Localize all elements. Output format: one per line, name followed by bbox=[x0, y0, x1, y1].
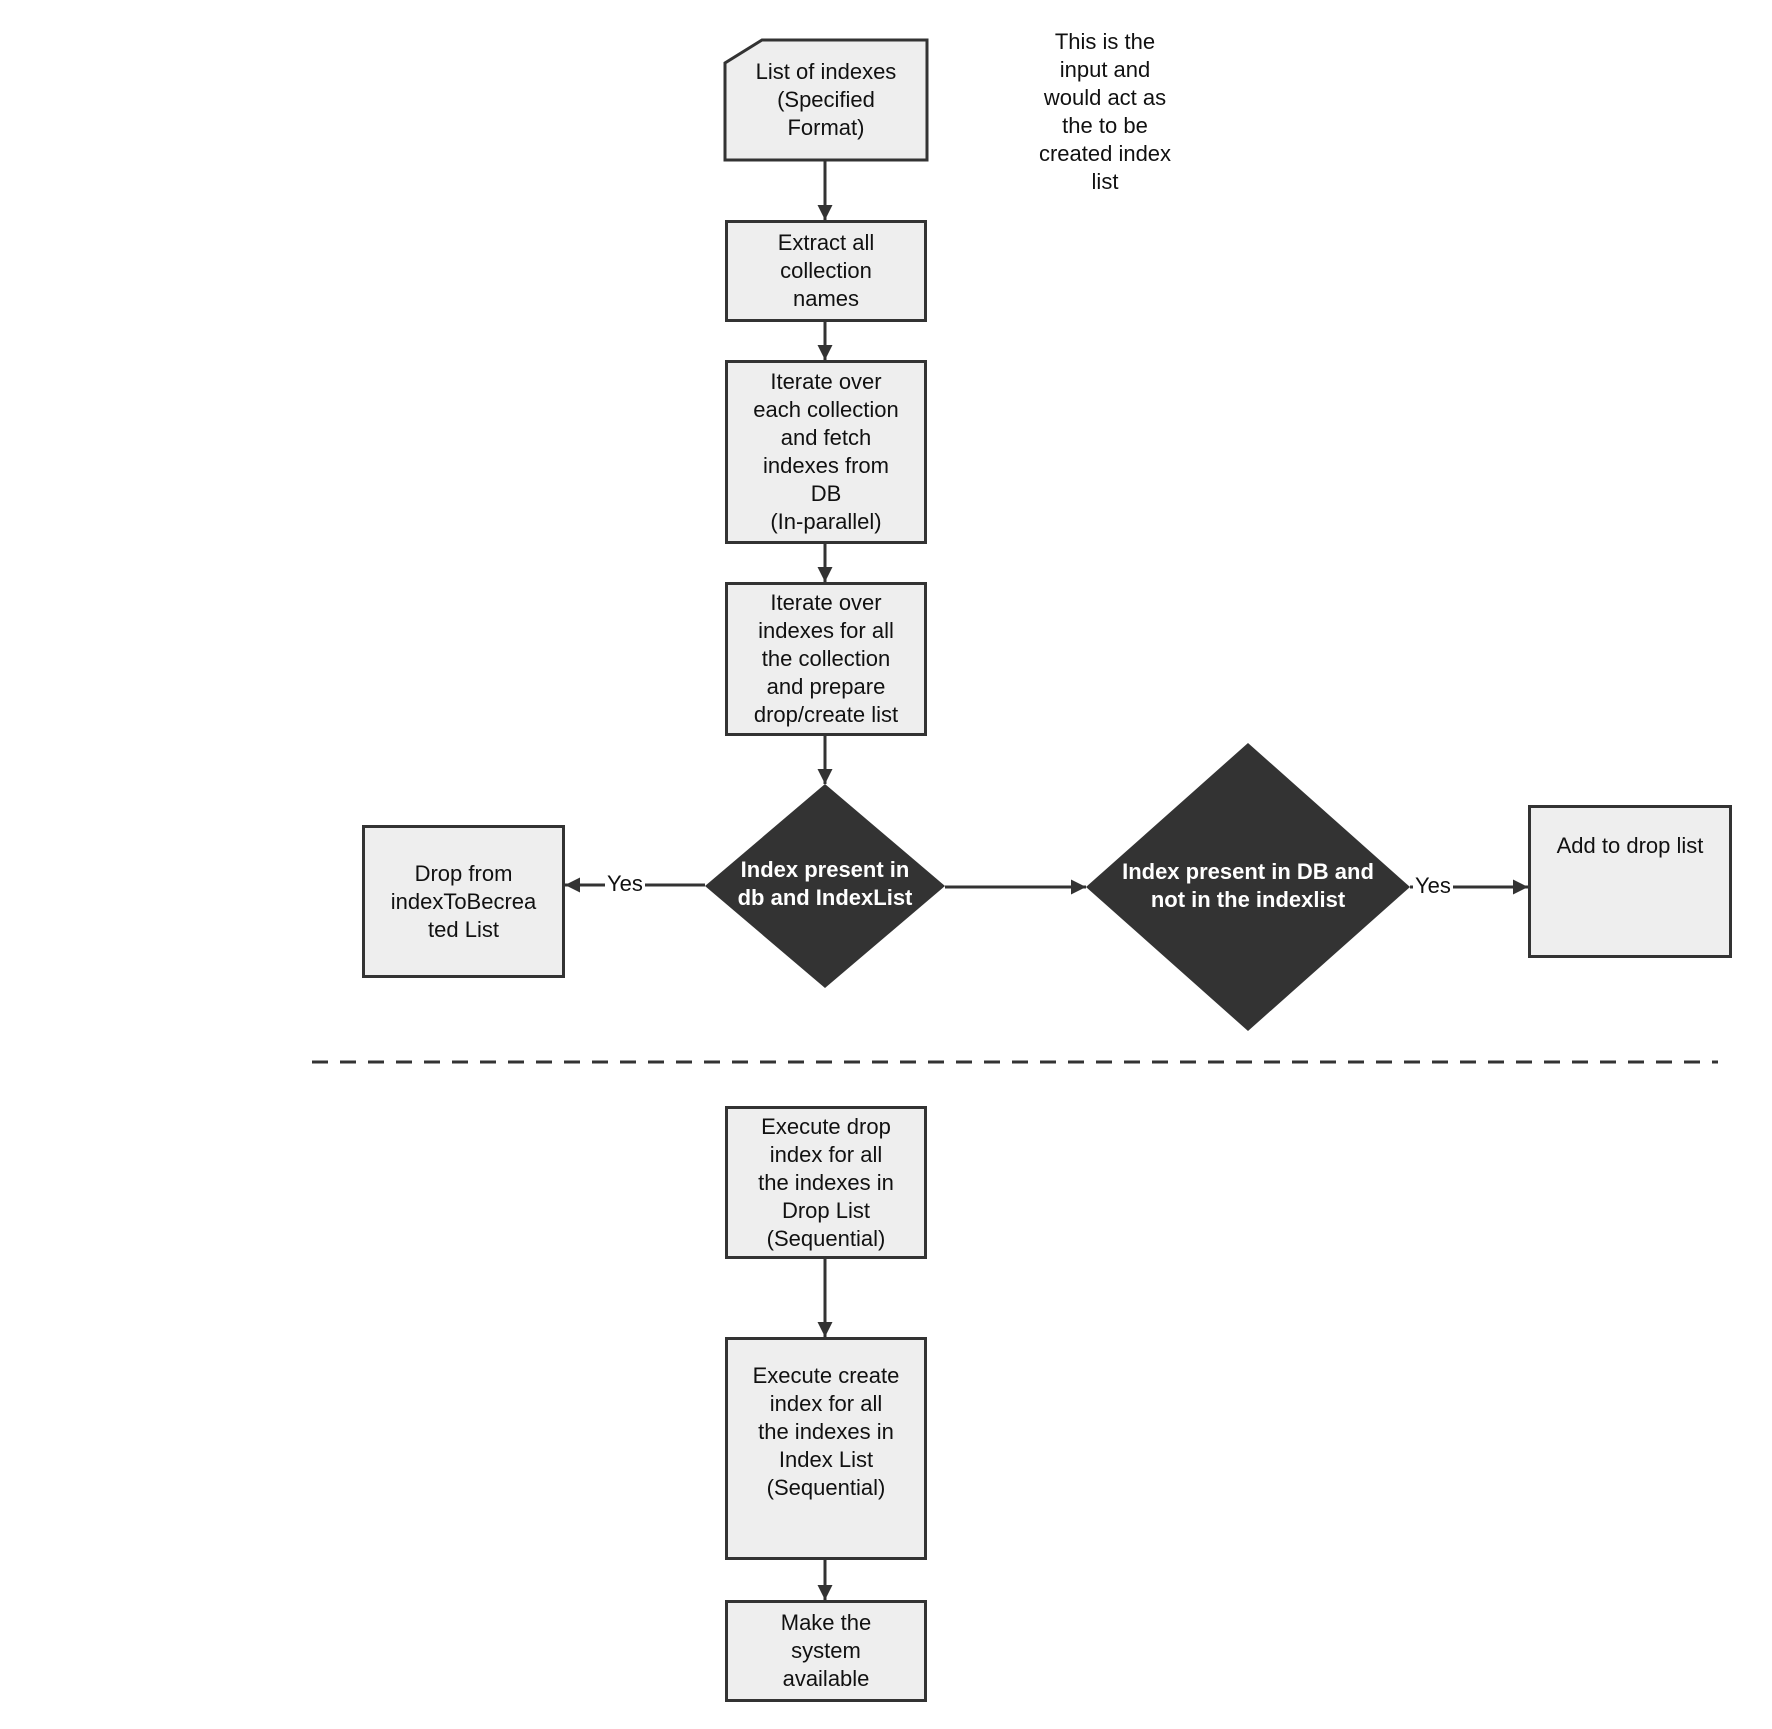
decision-1-label: Index present in db and IndexList bbox=[737, 857, 913, 910]
node-exec-create: Execute create index for all the indexes… bbox=[725, 1337, 927, 1560]
node-available: Make the system available bbox=[725, 1600, 927, 1702]
node-iterate-fetch: Iterate over each collection and fetch i… bbox=[725, 360, 927, 544]
decision-2-label: Index present in DB and not in the index… bbox=[1122, 859, 1374, 912]
edge-label-yes-right: Yes bbox=[1413, 873, 1453, 899]
node-iterate-prepare: Iterate over indexes for all the collect… bbox=[725, 582, 927, 736]
decision-diamond-2 bbox=[1086, 743, 1410, 1031]
node-drop-from: Drop from indexToBecrea ted List bbox=[362, 825, 565, 978]
input-annotation-note: This is the input and would act as the t… bbox=[1038, 29, 1172, 194]
node-add-drop: Add to drop list bbox=[1528, 805, 1732, 958]
node-input: List of indexes (Specified Format) bbox=[755, 59, 897, 140]
node-exec-drop: Execute drop index for all the indexes i… bbox=[725, 1106, 927, 1259]
edge-label-yes-left: Yes bbox=[605, 871, 645, 897]
decision-diamond-1 bbox=[705, 784, 945, 988]
node-extract: Extract all collection names bbox=[725, 220, 927, 322]
